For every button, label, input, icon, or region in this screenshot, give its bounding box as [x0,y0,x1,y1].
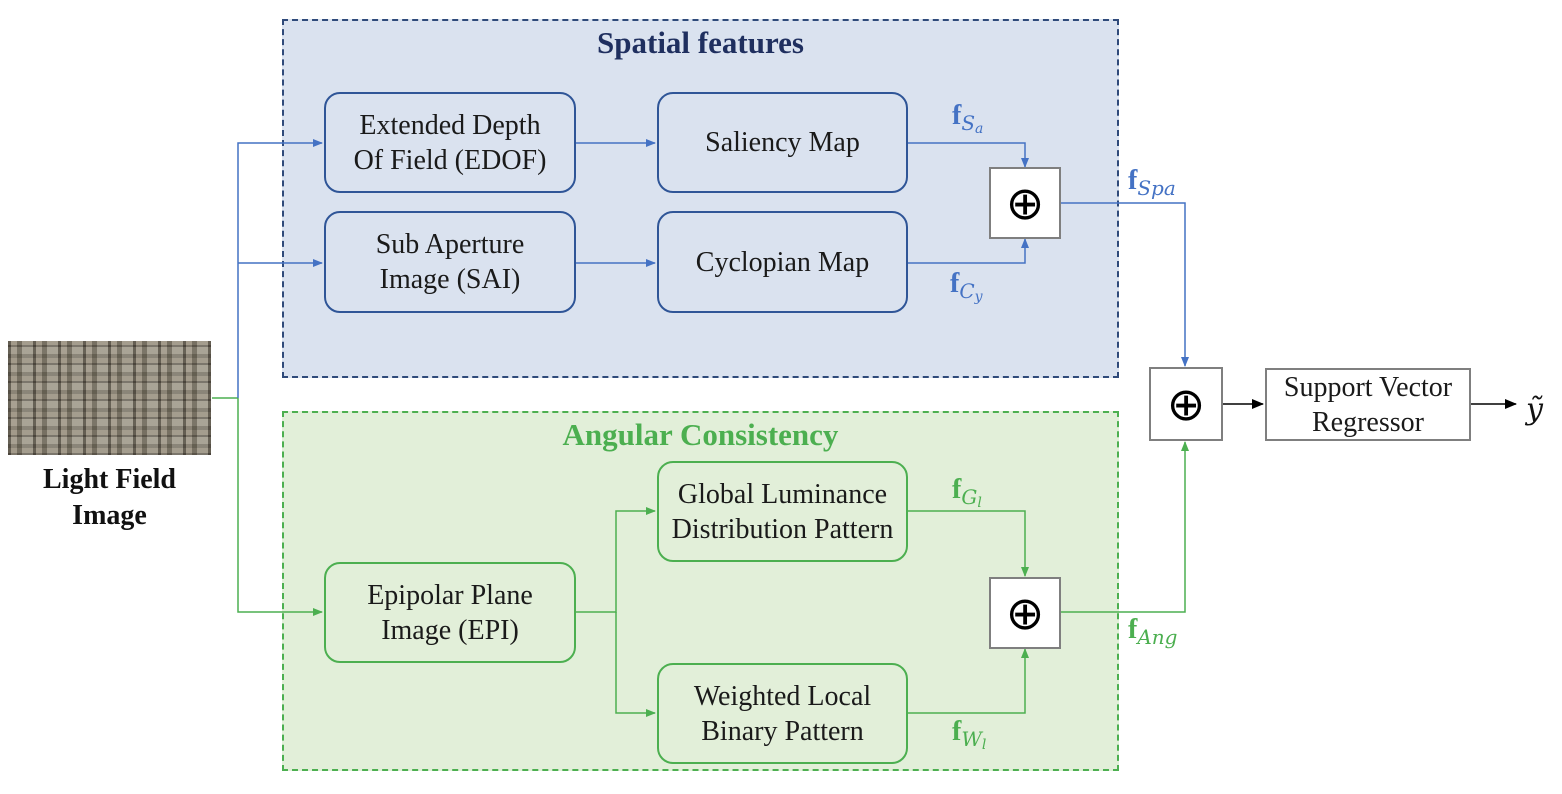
angular-sum-node: ⊕ [989,577,1061,649]
angular-consistency-panel: Angular Consistency [282,411,1119,771]
epi-label: Epipolar Plane Image (EPI) [367,579,533,646]
global-luminance-box: Global Luminance Distribution Pattern [657,461,908,562]
f-sa-label: fSa [952,100,984,137]
wlbp-to-sum-line [908,648,1029,714]
epi-box: Epipolar Plane Image (EPI) [324,562,576,663]
cyclopian-map-box: Cyclopian Map [657,211,908,313]
f-ang-label: fAng [1128,614,1178,649]
f-gl-label: fGl [952,474,982,511]
f-cy-label: fCy [950,268,983,305]
input-to-edof-line [237,139,323,398]
weighted-lbp-label: Weighted Local Binary Pattern [693,680,872,747]
spatial-features-title: Spatial features [597,25,804,60]
global-luminance-label: Global Luminance Distribution Pattern [671,478,894,545]
output-y-tilde: ỹ [1526,392,1543,427]
input-to-epi-line [237,398,323,616]
cyclopian-map-label: Cyclopian Map [695,246,870,278]
light-field-image-thumbnail [8,341,211,455]
epi-to-gldp-line [576,507,656,613]
cyclopian-to-sum-line [908,238,1029,264]
spatial-sum-node: ⊕ [989,167,1061,239]
svr-label: Support Vector Regressor [1283,371,1453,438]
f-spa-label: fSpa [1128,165,1176,200]
final-sum-node: ⊕ [1149,367,1223,441]
saliency-map-box: Saliency Map [657,92,908,193]
light-field-image-label: Light Field Image [42,464,176,531]
f-wl-label: fWl [952,716,987,753]
weighted-lbp-box: Weighted Local Binary Pattern [657,663,908,764]
angular-consistency-title: Angular Consistency [562,417,839,452]
saliency-map-label: Saliency Map [705,127,860,158]
spatial-features-panel: Spatial features [282,19,1119,378]
sai-label: Sub Aperture Image (SAI) [375,229,525,295]
support-vector-regressor-box: Support Vector Regressor [1265,368,1471,441]
gldp-to-sum-line [908,510,1029,577]
saliency-to-sum-line [908,142,1029,168]
angular-sum-to-final-line [1061,441,1189,613]
edof-label: Extended Depth Of Field (EDOF) [353,109,547,176]
epi-to-wlbp-line [615,612,656,717]
edof-box: Extended Depth Of Field (EDOF) [324,92,576,193]
spatial-sum-to-final-line [1061,202,1189,367]
sai-box: Sub Aperture Image (SAI) [324,211,576,313]
